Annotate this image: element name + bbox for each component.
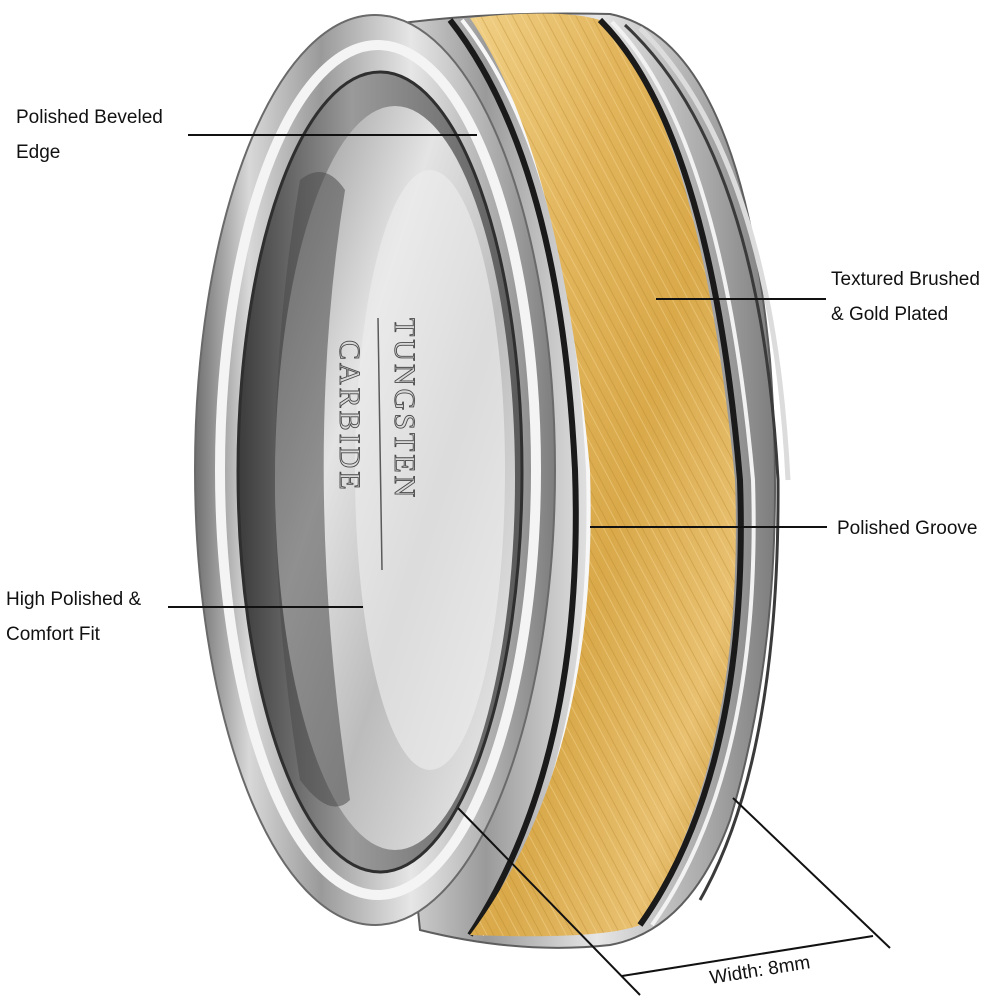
annotation-gold-plated-line2: & Gold Plated bbox=[831, 304, 949, 325]
engraving-line-2: CARBIDE bbox=[333, 340, 366, 493]
annotation-beveled-edge: Polished Beveled Edge bbox=[16, 100, 163, 170]
width-extension-left bbox=[457, 807, 641, 996]
annotation-beveled-edge-line2: Edge bbox=[16, 142, 61, 163]
annotation-gold-plated: Textured Brushed & Gold Plated bbox=[831, 262, 980, 332]
annotation-beveled-edge-line1: Polished Beveled bbox=[16, 107, 163, 128]
engraving-line-1: TUNGSTEN bbox=[388, 318, 421, 500]
annotation-groove: Polished Groove bbox=[837, 511, 977, 546]
annotation-comfort-fit: High Polished & Comfort Fit bbox=[6, 582, 141, 652]
width-extension-right bbox=[732, 797, 891, 949]
annotation-comfort-fit-line1: High Polished & bbox=[6, 589, 142, 610]
annotation-comfort-fit-line2: Comfort Fit bbox=[6, 624, 100, 645]
annotation-gold-plated-line1: Textured Brushed bbox=[831, 269, 980, 290]
annotation-groove-line1: Polished Groove bbox=[837, 518, 978, 539]
width-dimension-line bbox=[621, 935, 874, 977]
